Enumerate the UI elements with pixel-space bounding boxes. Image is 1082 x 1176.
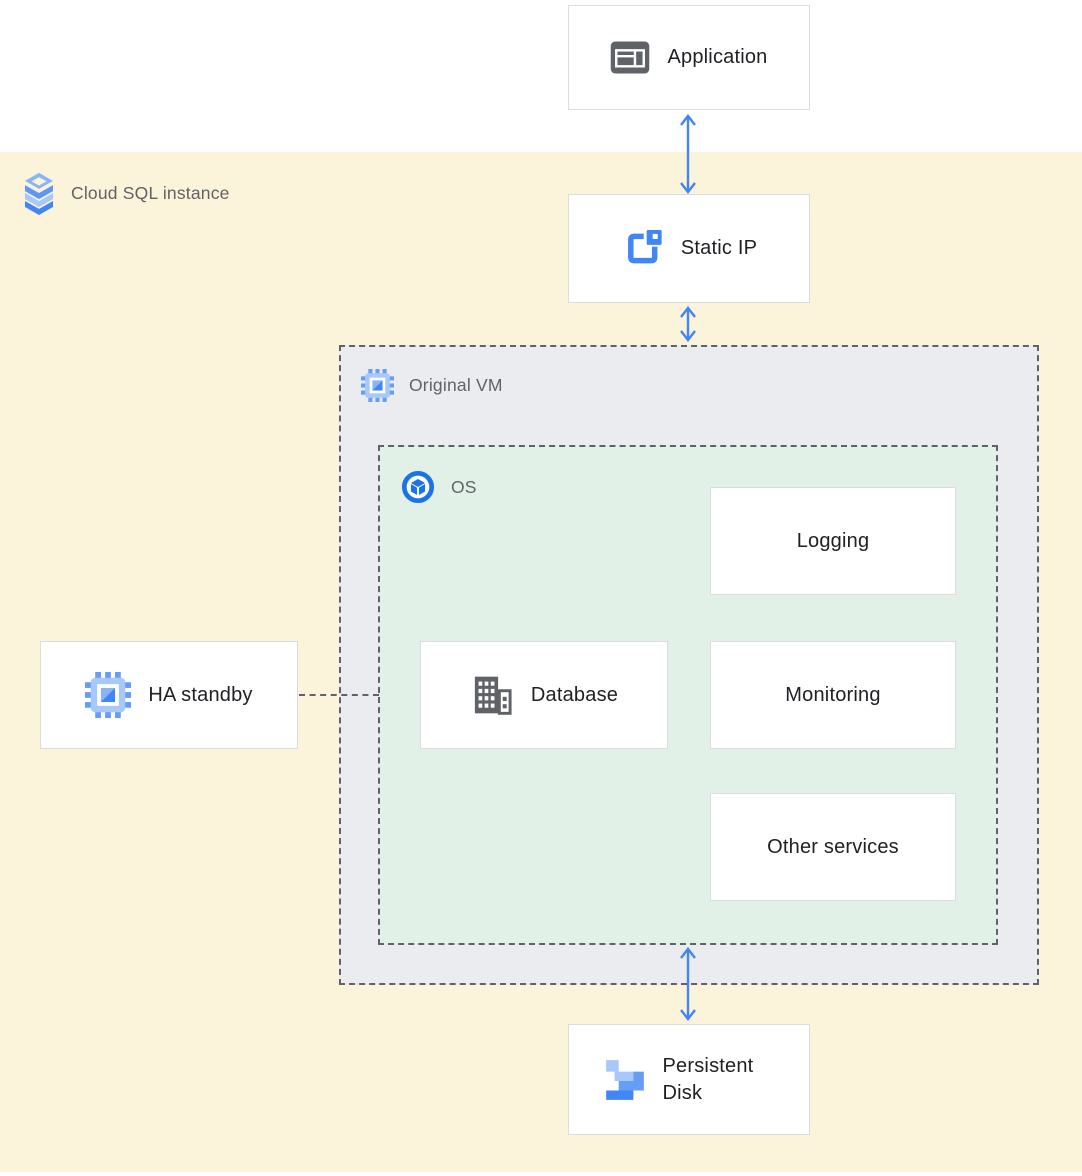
monitoring-label: Monitoring: [785, 683, 881, 706]
persistent-disk-node: Persistent Disk: [568, 1024, 810, 1135]
os-zone-label-text: OS: [451, 476, 477, 497]
compute-engine-icon: [85, 672, 132, 718]
logging-node: Logging: [710, 487, 956, 595]
database-label: Database: [530, 683, 619, 706]
application-node: Application: [568, 5, 810, 110]
ha-standby-label: HA standby: [148, 683, 253, 706]
os-zone-label: OS: [401, 470, 477, 504]
static-ip-icon: [621, 227, 664, 270]
logging-label: Logging: [796, 529, 870, 552]
compute-engine-icon: [361, 369, 394, 402]
database-icon: [470, 673, 514, 717]
persistent-disk-label: Persistent Disk: [662, 1054, 754, 1104]
web-application-icon: [610, 41, 650, 74]
monitoring-node: Monitoring: [710, 641, 956, 749]
static-ip-label: Static IP: [680, 237, 758, 259]
static-ip-node: Static IP: [568, 194, 810, 303]
arrow-staticip-vm: [680, 306, 696, 342]
original-vm-zone-label: Original VM: [361, 369, 503, 402]
cloud-sql-icon: [22, 172, 56, 215]
original-vm-zone-label-text: Original VM: [409, 375, 503, 395]
application-label: Application: [667, 46, 768, 68]
persistent-disk-icon: [604, 1057, 646, 1103]
ha-standby-node: HA standby: [40, 641, 298, 749]
other-services-label: Other services: [767, 835, 899, 858]
database-node: Database: [420, 641, 668, 749]
other-services-node: Other services: [710, 793, 956, 901]
dashed-connector-hastandby-os: [299, 694, 379, 696]
cloud-sql-zone-label-text: Cloud SQL instance: [71, 183, 230, 203]
cloud-sql-zone-label: Cloud SQL instance: [22, 172, 230, 215]
arrow-application-staticip: [680, 114, 696, 194]
arrow-os-persistentdisk: [680, 947, 696, 1021]
os-icon: [401, 470, 435, 504]
